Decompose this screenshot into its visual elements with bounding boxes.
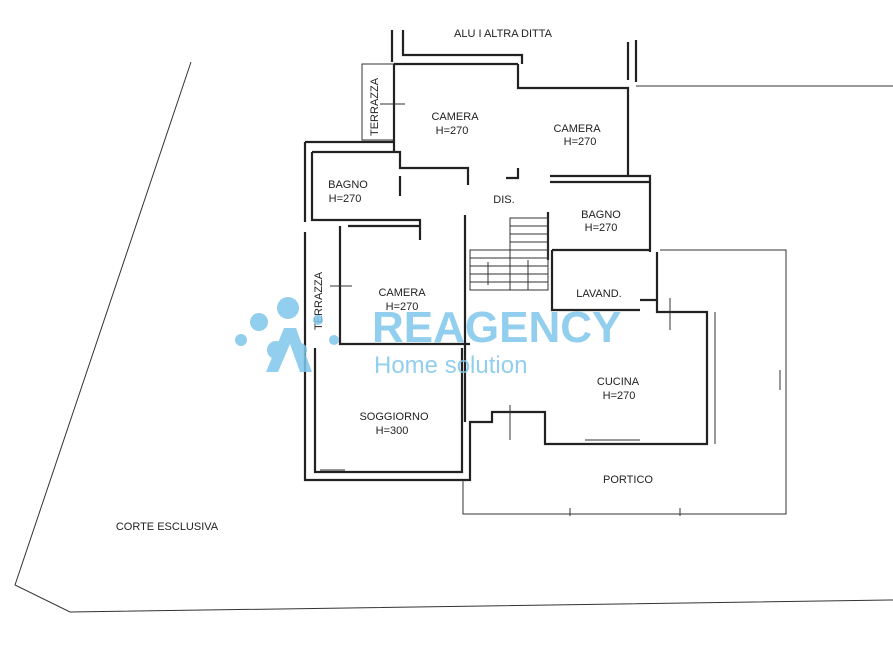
bagno-2-name: BAGNO [581,209,621,221]
neighbor-walls [390,30,638,82]
dis-label: DIS. [493,194,514,206]
cucina-height: H=270 [603,390,636,402]
corte-label: CORTE ESCLUSIVA [116,521,219,533]
camera-3-height: H=270 [386,301,419,313]
bagno-1-height: H=270 [329,193,362,205]
openings [320,103,781,516]
camera-2-name: CAMERA [553,123,601,135]
neighbor-label: ALU I ALTRA DITTA [454,28,553,40]
watermark: REAGENCY Home solution [235,297,621,379]
camera-3-name: CAMERA [378,287,426,299]
bagno-2-height: H=270 [585,222,618,234]
terrazza-top-label: TERRAZZA [369,77,381,136]
building-walls [303,62,709,482]
terrazza-left-label: TERRAZZA [313,271,325,330]
cucina-name: CUCINA [597,376,640,388]
soggiorno-height: H=300 [376,425,409,437]
watermark-brand: REAGENCY [372,303,621,352]
portico-outline [462,249,787,515]
bagno-1-name: BAGNO [328,179,368,191]
camera-1-name: CAMERA [431,111,479,123]
camera-1-height: H=270 [436,125,469,137]
portico-label: PORTICO [603,474,653,486]
soggiorno-name: SOGGIORNO [359,411,429,423]
staircase [469,217,549,291]
lavand-label: LAVAND. [576,288,621,300]
lot-boundary [14,61,893,613]
camera-2-height: H=270 [564,136,597,148]
watermark-tagline: Home solution [374,352,527,379]
watermark-dots-icon [235,297,339,372]
